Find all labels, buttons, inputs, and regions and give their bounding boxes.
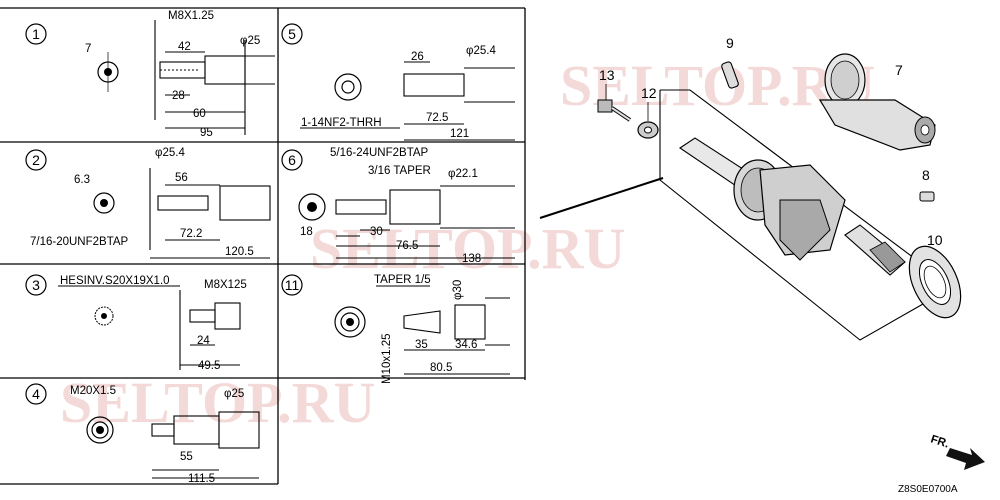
callout-circle-5 [281, 23, 303, 45]
label-d-hole: 7 [85, 43, 91, 55]
label-d-121: 121 [450, 128, 469, 140]
variant-grid [0, 7, 526, 485]
callout-circle-11 [281, 274, 303, 296]
callout-circle-1 [25, 23, 47, 45]
label-d-18: 18 [300, 226, 313, 238]
callout-number-2: 2 [32, 152, 40, 168]
direction-label: FR. [929, 433, 950, 450]
label-d-72: 72.5 [426, 112, 448, 124]
label-d-42: 42 [178, 41, 191, 53]
callout-number-6: 6 [288, 152, 296, 168]
callout-number-1: 1 [32, 26, 40, 42]
label-d-76: 76.5 [396, 240, 418, 252]
part-pin [919, 191, 935, 202]
callout-circle-6 [281, 149, 303, 171]
label-thread: 1-14NF2-THRH [301, 117, 382, 129]
callout-circle-3 [25, 274, 47, 296]
label-d-30: 30 [370, 226, 383, 238]
part-number-7: 7 [895, 62, 903, 78]
part-bolt [597, 99, 632, 122]
part-washer [637, 121, 659, 139]
label-d-28: 28 [172, 90, 185, 102]
label-d-60: 60 [193, 108, 206, 120]
label-d-138: 138 [462, 253, 481, 265]
label-thread2: M8X125 [204, 279, 247, 291]
watermark-3: SELTOP.RU [60, 370, 375, 435]
variant-panel-6: 6 5/16-24UNF2BTAP 3/16 TAPER φ22.1 18 30… [281, 147, 515, 265]
label-d-120: 120.5 [225, 246, 254, 258]
label-d-95: 95 [200, 127, 213, 139]
label-thread: HESINV.S20X19X1.0 [60, 275, 170, 287]
label-d-35: 35 [415, 339, 428, 351]
label-thread: M8X1.25 [168, 10, 214, 22]
part-number-8: 8 [922, 167, 930, 183]
variant-panel-11: 11 TAPER 1/5 φ30 M10x1.25 35 34.6 80.5 [281, 274, 510, 384]
part-key [721, 61, 739, 89]
part-number-10: 10 [927, 232, 943, 248]
part-bearing [908, 245, 962, 319]
part-crankshaft [679, 137, 906, 276]
variant-panel-1: 1 M8X1.25 7 42 φ25 28 60 95 [25, 10, 275, 139]
label-taper: TAPER 1/5 [374, 274, 431, 286]
label-thread: 5/16-24UNF2BTAP [330, 147, 429, 159]
label-taper: 3/16 TAPER [368, 165, 431, 177]
variant-panel-5: 5 26 φ25.4 1-14NF2-THRH 72.5 121 [281, 23, 515, 141]
callout-number-3: 3 [32, 277, 40, 293]
label-d-72: 72.2 [180, 228, 202, 240]
variant-panel-2: 2 φ25.4 6.3 56 72.2 120.5 7/16-20UNF2BTA… [25, 147, 271, 259]
part-balancer [818, 53, 936, 151]
part-number-9: 9 [726, 35, 734, 51]
label-d-26: 26 [411, 51, 424, 63]
callout-number-5: 5 [288, 26, 296, 42]
label-d-49: 49.5 [198, 360, 220, 372]
label-d-hole: 6.3 [74, 174, 90, 186]
callout-circle-2 [25, 149, 47, 171]
label-d-111: 111.5 [188, 473, 215, 485]
connector-line [539, 177, 664, 219]
callout-circle-4 [25, 383, 47, 405]
label-d-55: 55 [180, 451, 193, 463]
label-thread: 7/16-20UNF2BTAP [30, 236, 129, 248]
crankshaft-assembly: 13 12 9 7 8 [597, 35, 962, 341]
label-d-dia: φ25.4 [155, 147, 185, 159]
watermark-2: SELTOP.RU [310, 216, 625, 281]
label-d-dia: φ25 [240, 35, 260, 47]
label-thread: M10x1.25 [381, 333, 393, 384]
variant-panel-3: 3 HESINV.S20X19X1.0 M8X125 24 49.5 [25, 274, 247, 372]
callout-number-4: 4 [32, 386, 40, 402]
label-d-dia: φ30 [452, 280, 464, 300]
label-d-80: 80.5 [430, 362, 452, 374]
label-d-dia: φ22.1 [448, 168, 478, 180]
part-number-12: 12 [641, 85, 657, 101]
part-number-13: 13 [599, 67, 615, 83]
label-d-34: 34.6 [455, 339, 477, 351]
label-thread: M20X1.5 [70, 385, 116, 397]
arrow-icon [946, 448, 985, 470]
callout-number-11: 11 [285, 277, 300, 293]
label-d-24: 24 [197, 335, 210, 347]
drawing-code: Z8S0E0700A [898, 484, 958, 495]
label-d-56: 56 [175, 172, 188, 184]
label-d-dia: φ25 [224, 388, 244, 400]
label-d-dia: φ25.4 [466, 45, 496, 57]
front-direction-indicator: FR. [929, 433, 985, 470]
variant-panel-4: 4 M20X1.5 φ25 55 111.5 [25, 383, 260, 485]
